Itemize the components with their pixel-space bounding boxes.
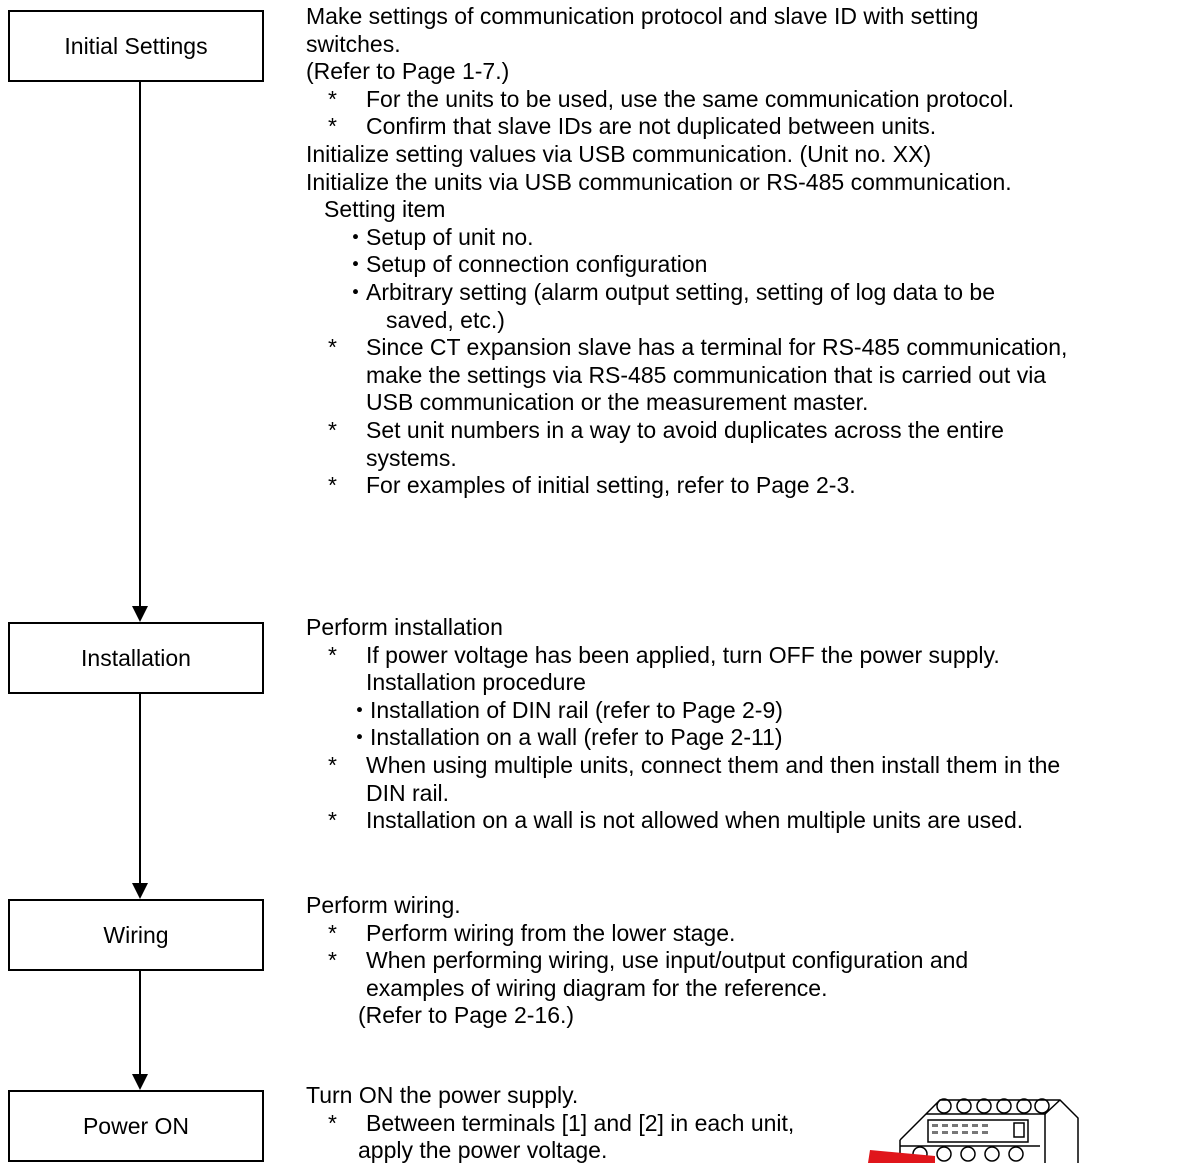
flow-box-initial-settings: Initial Settings	[8, 10, 264, 82]
note-text-cont: (Refer to Page 2-16.)	[358, 1002, 575, 1029]
note-text-cont: apply the power voltage.	[358, 1137, 608, 1164]
flow-box-wiring: Wiring	[8, 899, 264, 971]
flow-box-installation: Installation	[8, 622, 264, 694]
bullet-mark: ・	[344, 223, 367, 250]
note-text-cont: DIN rail.	[366, 779, 450, 806]
text-line: Turn ON the power supply.	[306, 1082, 579, 1108]
text-line: Initialize setting values via USB commun…	[306, 140, 932, 167]
power-on-description: Turn ON the power supply. * Between termi…	[306, 1082, 794, 1165]
wiring-description: Perform wiring. * Perform wiring from the…	[306, 892, 968, 1030]
bullet-mark: ・	[348, 696, 371, 723]
bullet-mark: ・	[344, 251, 367, 278]
text-line: Make settings of communication protocol …	[306, 3, 979, 29]
asterisk-mark: *	[328, 919, 337, 946]
note-text-cont: systems.	[366, 444, 457, 471]
initial-settings-description: Make settings of communication protocol …	[306, 3, 1067, 500]
note-text-cont: Installation procedure	[366, 669, 586, 696]
arrow-down-icon	[132, 606, 148, 622]
flow-connector	[139, 971, 141, 1074]
note-text: For examples of initial setting, refer t…	[366, 472, 856, 499]
flow-label: Initial Settings	[64, 32, 208, 59]
asterisk-mark: *	[328, 416, 337, 443]
note-text: Confirm that slave IDs are not duplicate…	[366, 113, 937, 140]
flow-connector	[139, 82, 141, 606]
bullet-text: Setup of unit no.	[366, 223, 534, 250]
note-text: For the units to be used, use the same c…	[366, 85, 1015, 112]
asterisk-mark: *	[328, 807, 337, 834]
text-line: switches.	[306, 30, 401, 57]
asterisk-mark: *	[328, 641, 337, 668]
note-text: If power voltage has been applied, turn …	[366, 641, 1000, 668]
note-text: When performing wiring, use input/output…	[366, 947, 969, 974]
asterisk-mark: *	[328, 1109, 337, 1136]
text-line: Setting item	[324, 196, 446, 223]
bullet-text-cont: saved, etc.)	[386, 306, 505, 333]
flow-label: Power ON	[82, 1112, 190, 1139]
arrow-down-icon	[132, 883, 148, 899]
bullet-text: Setup of connection configuration	[366, 251, 708, 278]
bullet-text: Arbitrary setting (alarm output setting,…	[366, 278, 996, 305]
asterisk-mark: *	[328, 113, 337, 140]
flow-label: Wiring	[103, 921, 169, 948]
text-line: (Refer to Page 1-7.)	[306, 58, 510, 85]
text-line: Perform wiring.	[306, 892, 461, 918]
bullet-mark: ・	[348, 724, 371, 751]
note-text: Set unit numbers in a way to avoid dupli…	[366, 416, 1004, 443]
note-text-cont: make the settings via RS-485 communicati…	[366, 361, 1047, 388]
note-text-cont: USB communication or the measurement mas…	[366, 389, 869, 416]
asterisk-mark: *	[328, 751, 337, 778]
note-text: Between terminals [1] and [2] in each un…	[366, 1109, 795, 1136]
text-line: Perform installation	[306, 614, 503, 640]
note-text-cont: examples of wiring diagram for the refer…	[366, 974, 828, 1001]
asterisk-mark: *	[328, 472, 337, 499]
flow-label: Installation	[81, 644, 191, 671]
bullet-mark: ・	[344, 278, 367, 305]
device-illustration	[868, 1098, 1079, 1163]
bullet-text: Installation on a wall (refer to Page 2-…	[370, 724, 783, 751]
flow-connector	[139, 694, 141, 883]
note-text: Since CT expansion slave has a terminal …	[366, 334, 1068, 361]
asterisk-mark: *	[328, 85, 337, 112]
asterisk-mark: *	[328, 947, 337, 974]
note-text: Perform wiring from the lower stage.	[366, 919, 736, 946]
note-text: When using multiple units, connect them …	[366, 751, 1061, 778]
installation-description: Perform installation * If power voltage h…	[306, 614, 1060, 835]
note-text: Installation on a wall is not allowed wh…	[366, 807, 1024, 834]
bullet-text: Installation of DIN rail (refer to Page …	[370, 696, 783, 723]
arrow-down-icon	[132, 1074, 148, 1090]
flow-box-power-on: Power ON	[8, 1090, 264, 1162]
text-line: Initialize the units via USB communicati…	[306, 168, 1012, 195]
asterisk-mark: *	[328, 334, 337, 361]
